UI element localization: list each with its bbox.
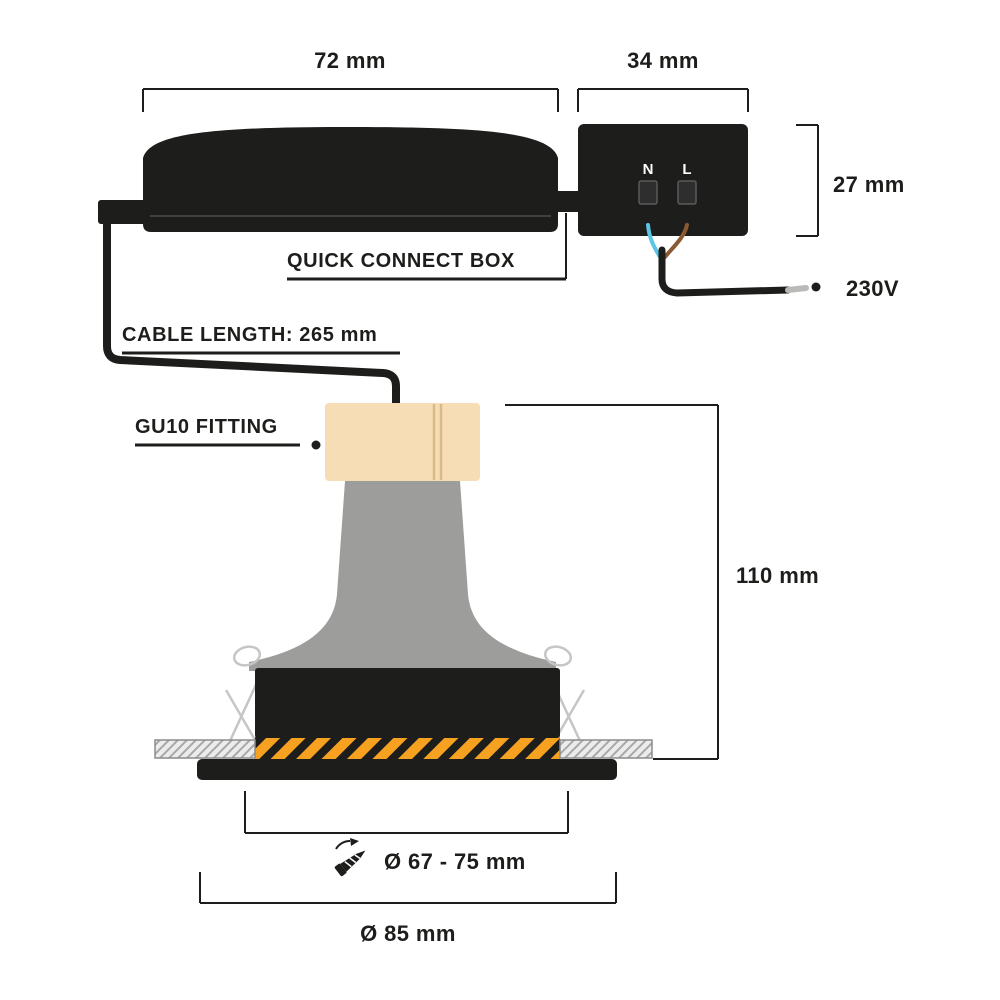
voltage-label: 230V [846, 276, 899, 301]
dim-recessed-height-label: 110 mm [736, 563, 819, 588]
connector-plug [552, 191, 582, 212]
dim-box-width-label: 72 mm [314, 48, 386, 73]
cable-length-callout: CABLE LENGTH: 265 mm [122, 324, 400, 355]
fitting-body [325, 403, 480, 481]
connect-box-body [143, 127, 558, 232]
terminal-block-n [638, 180, 658, 205]
quick-connect-box [98, 127, 582, 232]
dim-outer-label: Ø 85 mm [360, 921, 456, 946]
gu10-fitting [325, 403, 480, 481]
mains-cable-end-dot [811, 282, 821, 292]
lamp-bezel-block [255, 668, 560, 738]
dim-terminal-box-height: 27 mm [796, 124, 905, 237]
terminal-box: N L [578, 124, 748, 259]
terminal-n-label: N [643, 161, 654, 178]
dim-outer-diameter: Ø 85 mm [199, 872, 617, 946]
screw-icon [334, 838, 366, 877]
spring-loop-right [543, 645, 573, 667]
ceiling-section-right [559, 739, 653, 759]
dim-cutout-label: Ø 67 - 75 mm [384, 849, 526, 874]
cable-length-label: CABLE LENGTH: 265 mm [122, 324, 377, 346]
fixture-cable [103, 210, 400, 409]
dim-terminal-box-width: 34 mm [577, 48, 749, 112]
terminal-block-l [677, 180, 697, 205]
mains-cable-stripped-tip [785, 285, 809, 293]
mains-cable-sheath [658, 246, 792, 297]
quick-connect-callout: QUICK CONNECT BOX [287, 213, 567, 281]
lamp-body-cone [249, 481, 556, 671]
ceiling-section-left [154, 739, 256, 759]
gu10-leader-dot [311, 440, 321, 450]
terminal-box-body [578, 124, 748, 236]
live-wire [663, 223, 689, 259]
dim-terminal-box-height-label: 27 mm [833, 172, 905, 197]
quick-connect-label: QUICK CONNECT BOX [287, 250, 515, 272]
terminal-l-label: L [682, 161, 691, 178]
gu10-label: GU10 FITTING [135, 416, 278, 438]
dim-recessed-height: 110 mm [505, 404, 819, 760]
trim-ring [197, 759, 617, 780]
dim-box-width: 72 mm [142, 48, 559, 112]
dim-cutout-diameter: Ø 67 - 75 mm [244, 791, 569, 877]
dim-terminal-box-width-label: 34 mm [627, 48, 699, 73]
gu10-callout: GU10 FITTING [135, 416, 321, 450]
spring-loop-left [232, 645, 262, 667]
mains-cable: 230V [658, 246, 899, 301]
